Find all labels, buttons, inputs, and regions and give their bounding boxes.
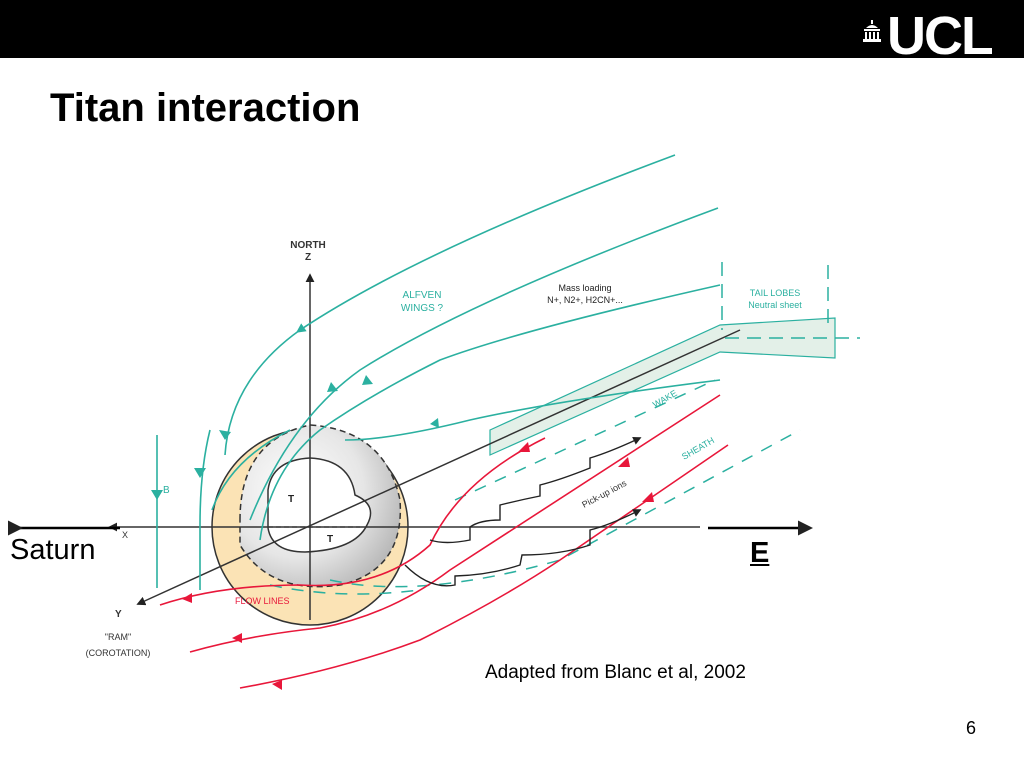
tail-lobes-label: TAIL LOBES — [750, 288, 801, 298]
logo-text: UCL — [887, 14, 992, 58]
titan-label-top: T — [288, 494, 294, 505]
ram-label: "RAM" — [105, 632, 131, 642]
teal-arrowheads — [151, 375, 439, 500]
neutral-sheet-label: Neutral sheet — [748, 300, 802, 310]
alfven-field-lines — [156, 154, 721, 590]
header-bar: UCL — [0, 0, 1024, 58]
tail-lobe-boundaries — [721, 262, 860, 339]
figure-caption: Adapted from Blanc et al, 2002 — [485, 662, 746, 683]
slide-title: Titan interaction — [50, 86, 361, 130]
north-label: NORTH — [290, 240, 326, 251]
mass-loading-label: Mass loading — [558, 283, 611, 293]
page-number: 6 — [966, 718, 977, 738]
titan-label-bottom: T — [327, 534, 333, 545]
wake-region — [489, 317, 836, 456]
alfven-wings-label: WINGS ? — [401, 303, 444, 314]
wake-sheath-boundaries — [269, 379, 801, 595]
corotation-label: (COROTATION) — [86, 648, 151, 658]
alfven-label: ALFVEN — [403, 290, 442, 301]
flow-lines — [159, 394, 729, 689]
b-field-label: B — [163, 485, 170, 496]
mass-loading-ions-label: N+, N2+, H2CN+... — [547, 295, 623, 305]
saturn-direction-label: Saturn — [10, 534, 96, 566]
pickup-ion-paths — [404, 437, 642, 587]
portico-icon — [863, 20, 882, 42]
x-axis-label: X — [122, 530, 128, 540]
ucl-logo: UCL — [861, 14, 992, 58]
y-axis-label: Y — [115, 609, 122, 620]
flow-lines-label: FLOW LINES — [235, 596, 290, 606]
axes — [108, 273, 741, 620]
red-arrowheads — [182, 442, 654, 690]
pickup-ions-label: Pick-up ions — [580, 478, 628, 510]
wake-label: WAKE — [651, 388, 679, 410]
e-field-label: E — [750, 537, 770, 569]
z-axis-label: Z — [305, 252, 311, 263]
